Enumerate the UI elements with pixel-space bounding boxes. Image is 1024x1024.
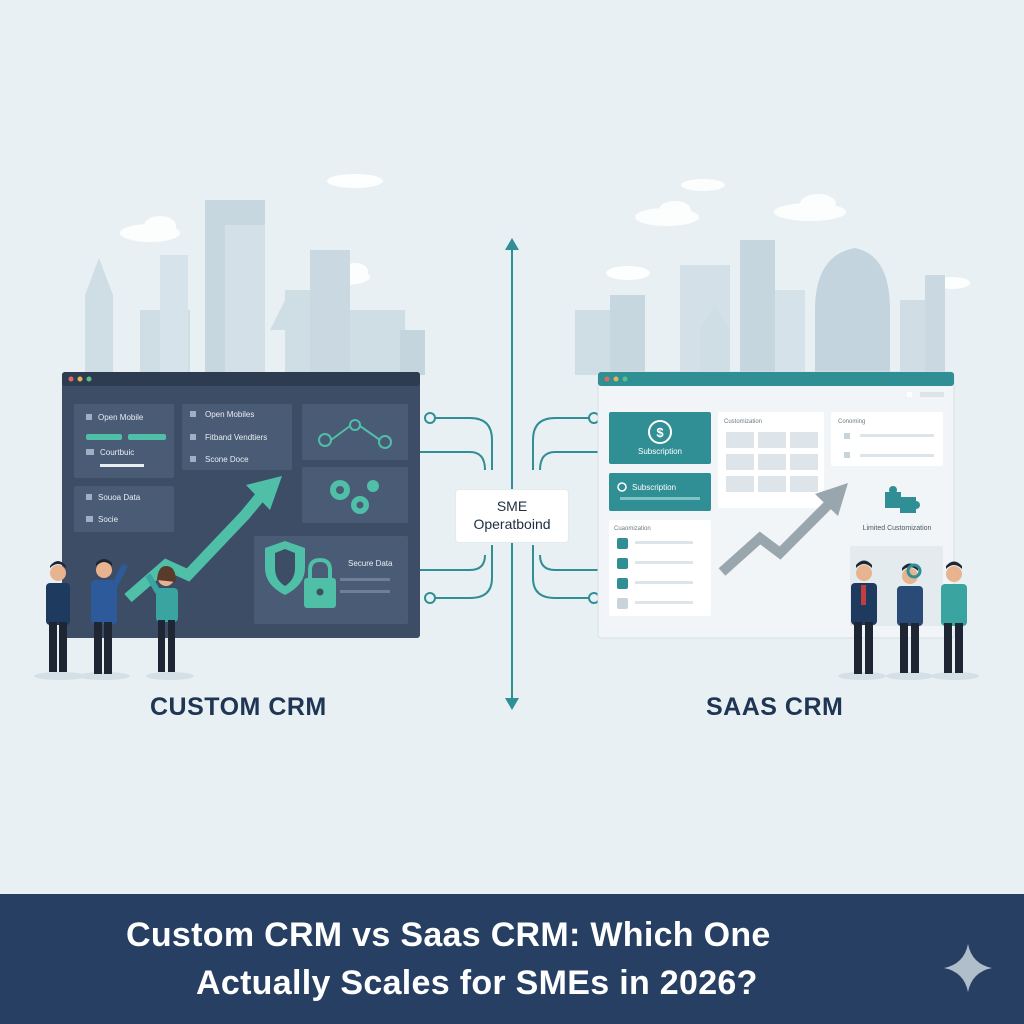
panel-text: Souoa Data xyxy=(98,493,141,502)
sme-operations-box: SME Operatboind xyxy=(456,490,568,542)
connector-lines xyxy=(420,417,604,599)
vertical-divider-arrow xyxy=(505,238,519,710)
sparkle-icon xyxy=(944,944,992,992)
panel-text: Subscription xyxy=(632,483,676,492)
shield-icon xyxy=(265,541,305,595)
right-skyline xyxy=(575,240,945,375)
lock-icon xyxy=(304,557,336,608)
panel-text: Scone Doce xyxy=(205,455,249,464)
panel-text: Courtbuic xyxy=(100,448,134,457)
left-skyline xyxy=(85,200,425,375)
panel-text: Fitband Vendtiers xyxy=(205,433,267,442)
custom-crm-window xyxy=(62,372,420,638)
business-people-right xyxy=(838,560,979,680)
checklist-icon xyxy=(617,538,693,609)
title-banner xyxy=(0,894,1024,1024)
banner-title-line-1: Custom CRM vs Saas CRM: Which One xyxy=(126,916,771,954)
panel-text: Customization xyxy=(724,419,762,425)
panel-text: Socie xyxy=(98,515,119,524)
custom-crm-label: CUSTOM CRM xyxy=(150,693,327,721)
puzzle-icon xyxy=(885,486,920,513)
business-people-left xyxy=(34,559,194,680)
svg-text:$: $ xyxy=(656,425,664,440)
dollar-icon: $ xyxy=(648,420,672,444)
gear-network-icon xyxy=(318,419,392,449)
gears-icon xyxy=(330,480,379,514)
center-line-1: SME xyxy=(496,498,528,514)
panel-text: Open Mobile xyxy=(98,413,144,422)
clouds xyxy=(120,174,970,289)
panel-text: Secure Data xyxy=(348,559,393,568)
connector-nodes xyxy=(424,412,600,604)
clock-icon xyxy=(617,482,627,492)
panel-text: Conoming xyxy=(838,419,865,425)
growth-arrow-icon xyxy=(124,476,282,603)
panel-text: Limited Customization xyxy=(863,525,932,532)
center-line-2: Operatboind xyxy=(473,516,551,532)
panel-text: Open Mobiles xyxy=(205,410,254,419)
panel-text: Subscription xyxy=(638,447,682,456)
saas-crm-label: SAAS CRM xyxy=(706,693,844,721)
growth-arrow-icon xyxy=(718,483,848,576)
banner-title-line-2: Actually Scales for SMEs in 2026? xyxy=(196,964,758,1002)
panel-text: Cuaomization xyxy=(614,526,651,532)
